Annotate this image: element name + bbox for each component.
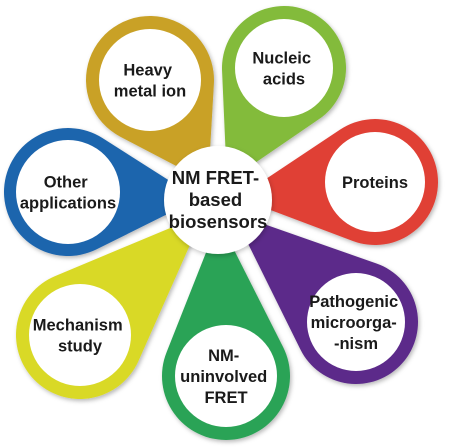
petal-proteins-disc: [325, 132, 425, 232]
petal-mechanism-study-label-line-2: study: [58, 338, 103, 356]
petal-proteins: [237, 119, 439, 246]
petal-proteins-label: Proteins: [342, 174, 408, 192]
petal-mechanism-study: [15, 213, 204, 399]
petal-mechanism-study-disc: [29, 284, 131, 386]
petal-shapes: [3, 5, 439, 440]
petal-heavy-metal-ion-label-line-1: Heavy: [123, 62, 172, 80]
center-title-line-3: biosensors: [169, 211, 268, 232]
petal-heavy-metal-ion: [85, 15, 214, 183]
petal-pathogenic-microorganism: [232, 213, 419, 384]
petal-other-applications-label: Other applications: [20, 174, 116, 213]
petal-mechanism-study-label-line-1: Mechanism: [33, 317, 123, 335]
petal-nucleic-acids-disc: [235, 19, 333, 117]
center-hub: [164, 146, 272, 254]
petal-heavy-metal-ion-label-line-2: metal ion: [114, 83, 186, 101]
petal-heavy-metal-ion-disc: [99, 29, 201, 131]
center-title: NM FRET- based biosensors: [169, 167, 268, 232]
petal-proteins-label-line-1: Proteins: [342, 174, 408, 192]
petal-nm-uninvolved-fret-disc: [175, 325, 277, 427]
petal-nucleic-acids-label-line-1: Nucleic: [252, 50, 311, 68]
petal-other-applications-label-line-2: applications: [20, 195, 116, 213]
petal-heavy-metal-ion-label: Heavy metal ion: [114, 62, 186, 101]
petal-nucleic-acids: [222, 5, 347, 183]
petal-mechanism-study-label: Mechanism study: [33, 317, 127, 356]
petal-nucleic-acids-label-line-2: acids: [263, 71, 305, 89]
petal-pathogenic-microorganism-label: Pathogenic microorga- -nism: [309, 293, 403, 353]
petal-nm-uninvolved-fret-label-line-2: uninvolved: [180, 368, 267, 386]
petal-pathogenic-microorganism-label-line-1: Pathogenic: [309, 293, 398, 311]
petal-pathogenic-microorganism-disc: [307, 273, 405, 371]
petal-nm-uninvolved-fret: [162, 219, 291, 440]
petal-nm-uninvolved-fret-label-line-3: FRET: [204, 389, 247, 407]
petal-pathogenic-microorganism-label-line-3: -nism: [334, 335, 378, 353]
petal-other-applications-label-line-1: Other: [44, 174, 89, 192]
petal-nm-uninvolved-fret-label-line-1: NM-: [208, 347, 239, 365]
center-title-line-1: NM FRET-: [172, 167, 259, 188]
center-title-line-2: based: [189, 189, 242, 210]
petal-nucleic-acids-label: Nucleic acids: [252, 50, 315, 89]
petal-nm-uninvolved-fret-label: NM- uninvolved FRET: [180, 347, 272, 407]
petal-pathogenic-microorganism-label-line-2: microorga-: [311, 314, 397, 332]
petal-other-applications: [3, 127, 199, 256]
petal-other-applications-disc: [16, 140, 120, 244]
